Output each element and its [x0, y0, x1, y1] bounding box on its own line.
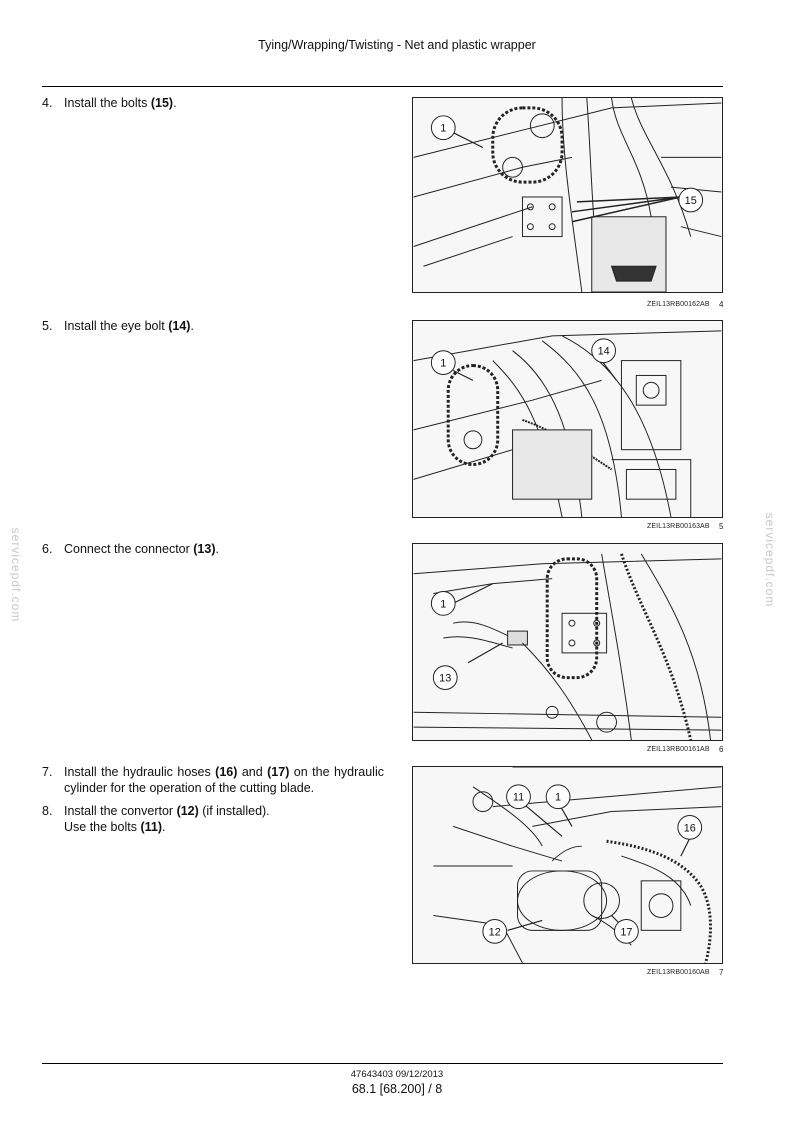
step-ref: (11)	[140, 820, 162, 834]
step-4: 4. Install the bolts (15).	[42, 95, 384, 111]
step-line-2: Use the bolts (11).	[64, 819, 384, 835]
callout-1: 1	[440, 598, 446, 610]
figure-7-code: ZEIL13RB00160AB	[647, 969, 710, 976]
figure-4-illustration: 1 15	[412, 97, 723, 293]
figure-7-number: 7	[719, 968, 724, 977]
step-5: 5. Install the eye bolt (14).	[42, 318, 384, 334]
step-body: Install the convertor (12) (if installed…	[64, 803, 384, 835]
step-ref: (12)	[176, 804, 199, 818]
figure-7-drawing: 11 1 16 12 17	[413, 767, 722, 963]
figure-4-code: ZEIL13RB00162AB	[647, 301, 710, 308]
figure-5-drawing: 1 14	[413, 321, 722, 517]
callout-16: 16	[684, 822, 696, 834]
step-number: 4.	[42, 96, 53, 110]
step-text-end: (if installed).	[198, 804, 270, 818]
callout-17: 17	[620, 926, 632, 938]
step-text-end: .	[190, 319, 194, 333]
step-6: 6. Connect the connector (13).	[42, 541, 384, 557]
callout-11: 11	[513, 792, 524, 804]
step-text: Use the bolts	[64, 820, 141, 834]
step-text-end: on the hydraulic cylinder for the operat…	[64, 765, 384, 795]
step-8: 8. Install the convertor (12) (if instal…	[42, 803, 384, 835]
header-rule	[42, 86, 723, 87]
step-number: 8.	[42, 804, 53, 818]
footer-page-number: 68.1 [68.200] / 8	[351, 1082, 443, 1096]
figure-5-code: ZEIL13RB00163AB	[647, 523, 710, 530]
figure-6-illustration: 1 13	[412, 543, 723, 741]
step-text: Install the hydraulic hoses	[64, 765, 216, 779]
footer-rule	[42, 1063, 723, 1064]
step-text: Install the convertor	[64, 804, 177, 818]
step-text-mid: and	[237, 765, 268, 779]
step-text-end: .	[215, 542, 219, 556]
step-ref: (15)	[150, 96, 174, 110]
figure-7-illustration: 11 1 16 12 17	[412, 766, 723, 964]
step-number: 5.	[42, 319, 53, 333]
figure-6-number: 6	[719, 745, 724, 754]
step-text: Install the bolts	[64, 96, 151, 110]
footer-document-id: 47643403 09/12/2013	[350, 1069, 444, 1080]
callout-15: 15	[685, 195, 697, 207]
step-number: 6.	[42, 542, 53, 556]
step-ref: (14)	[168, 319, 191, 333]
step-ref: (13)	[193, 542, 216, 556]
figure-5-number: 5	[719, 522, 724, 531]
step-ref: (16)	[215, 765, 238, 779]
step-number: 7.	[42, 765, 53, 779]
watermark-right: servicepdf.com	[763, 512, 777, 608]
step-text-end: .	[161, 820, 166, 834]
callout-1: 1	[555, 792, 561, 804]
step-line-1: Install the convertor (12) (if installed…	[64, 803, 384, 819]
step-text: Install the eye bolt	[64, 319, 169, 333]
figure-6-drawing: 1 13	[413, 544, 722, 740]
step-text-end: .	[173, 96, 177, 110]
step-ref-2: (17)	[267, 765, 290, 779]
callout-13: 13	[439, 673, 451, 685]
step-body: Install the hydraulic hoses (16) and (17…	[64, 764, 384, 796]
callout-12: 12	[489, 926, 501, 938]
step-7: 7. Install the hydraulic hoses (16) and …	[42, 764, 384, 796]
step-text: Connect the connector	[64, 542, 194, 556]
figure-4-number: 4	[719, 300, 724, 309]
watermark-left: servicepdf.com	[9, 527, 23, 623]
figure-4-drawing: 1 15	[413, 98, 722, 292]
callout-1: 1	[440, 358, 446, 370]
callout-14: 14	[598, 346, 610, 358]
figure-6-code: ZEIL13RB00161AB	[647, 746, 710, 753]
page-header-title: Tying/Wrapping/Twisting - Net and plasti…	[258, 38, 536, 52]
figure-5-illustration: 1 14	[412, 320, 723, 518]
callout-1: 1	[440, 123, 446, 135]
